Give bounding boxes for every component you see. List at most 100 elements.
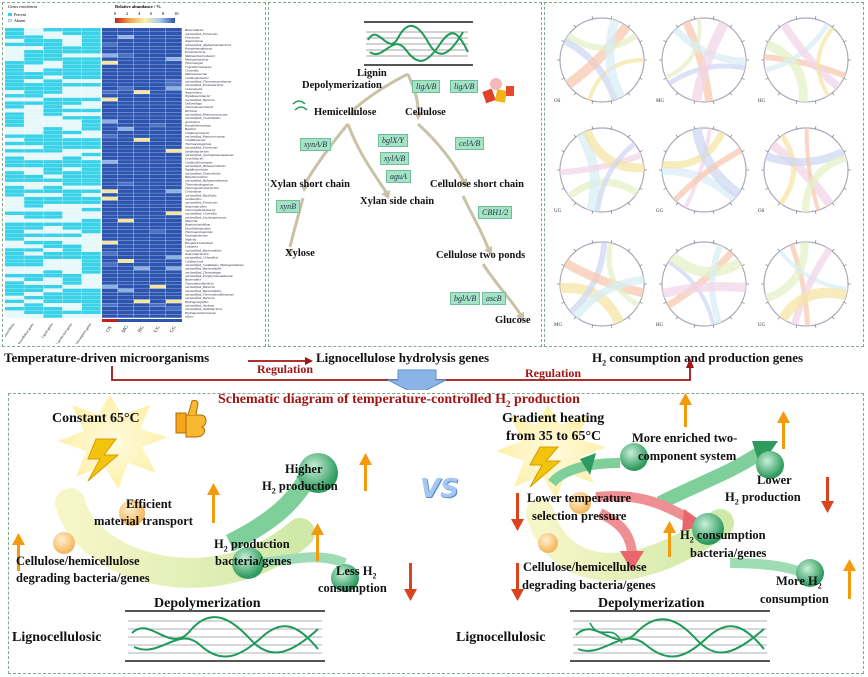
heatmap-cell-presence	[43, 185, 63, 190]
heatmap-cell-abundance	[134, 189, 150, 193]
heatmap-cell-presence	[81, 61, 101, 65]
chord-sample-label: UG	[554, 209, 562, 214]
heatmap-cell-abundance	[118, 94, 134, 98]
heatmap-cell-presence	[81, 57, 101, 61]
heatmap-cell-presence	[5, 229, 24, 234]
heatmap-cell-presence	[43, 167, 63, 171]
heatmap-cell-abundance	[118, 277, 134, 282]
heatmap-cell-abundance	[134, 97, 150, 102]
heatmap-cell-presence	[43, 182, 63, 186]
heatmap-cell-presence	[43, 68, 63, 72]
legend-absent: Absent	[14, 18, 26, 23]
taxon-label: unclassified_Firmicutes	[185, 201, 218, 205]
heatmap-cell-abundance	[102, 185, 118, 190]
heatmap-cell-presence	[24, 174, 44, 179]
heatmap-cell-abundance	[166, 229, 182, 234]
text-cellulose-left-2: degrading bacteria/genes	[16, 571, 150, 585]
text-higher: Higher	[285, 462, 323, 476]
taxon-label: unclassified_Lachnospiraceae	[185, 215, 227, 219]
heatmap-cell-presence	[43, 284, 63, 289]
heatmap-cell-presence	[81, 292, 101, 296]
heatmap-cell-presence	[5, 149, 24, 153]
heatmap-cell-presence	[81, 167, 101, 171]
heatmap-cell-presence	[43, 90, 63, 94]
taxon-label: Lutispora	[184, 245, 198, 249]
heatmap-cell-abundance	[166, 233, 182, 237]
left-column-label: Lignin genes	[40, 322, 54, 339]
heatmap-cell-presence	[43, 299, 63, 304]
heatmap-cell-abundance	[102, 141, 118, 146]
heatmap-cell-presence	[24, 314, 44, 318]
text-h2-consumption-bacteria: bacteria/genes	[690, 546, 767, 560]
taxon-label: unclassified_Syntrophomonadaceae	[185, 153, 234, 157]
heatmap-cell-presence	[81, 229, 101, 234]
heatmap-cell-abundance	[166, 57, 182, 61]
taxon-label: unclassified_Tissierellales	[185, 171, 221, 175]
heatmap-cell-presence	[24, 266, 44, 271]
lignocellulose-fiber-right	[570, 610, 770, 662]
taxon-label: Anaerolinea	[184, 91, 202, 95]
heatmap-cell-presence	[81, 156, 101, 160]
heatmap-cell-presence	[24, 295, 44, 300]
heatmap-cell-presence	[24, 244, 44, 249]
heatmap-cell-abundance	[134, 112, 150, 116]
heatmap-cell-presence	[81, 200, 101, 204]
taxon-label: Caldisericum	[185, 259, 204, 263]
text-material-transport: material transport	[94, 514, 193, 528]
heatmap-cell-presence	[24, 262, 44, 267]
heatmap-cell-presence	[81, 79, 101, 83]
heatmap-cell-presence	[62, 152, 82, 157]
legend-swatch-absent	[8, 19, 12, 22]
heatmap-cell-abundance	[166, 72, 182, 76]
heatmap-cell-presence	[62, 299, 82, 304]
heatmap-cell-abundance	[102, 211, 118, 215]
taxon-label: Caloramator	[185, 87, 203, 91]
taxon-label: Desulfotomaculum	[184, 226, 211, 230]
heatmap-cell-abundance	[166, 141, 182, 146]
heatmap-cell-presence	[62, 314, 82, 318]
heatmap-cell-abundance	[134, 160, 150, 164]
heatmap-cell-abundance	[118, 160, 134, 164]
taxon-label: Geobacillus	[185, 197, 202, 201]
heatmap-cell-presence	[24, 86, 44, 91]
heatmap-cell-abundance	[150, 61, 166, 65]
heatmap-cell-abundance	[150, 31, 166, 36]
taxon-label: Thermodesulfovibrio	[185, 281, 214, 285]
heatmap-cell-abundance	[166, 266, 182, 271]
heatmap-cell-presence	[5, 119, 24, 124]
text-more-h2: More H2	[776, 574, 822, 591]
heatmap-cell-abundance	[166, 86, 182, 91]
heatmap-cell-presence	[62, 130, 82, 135]
heatmap-cell-presence	[81, 185, 101, 190]
heatmap-cell-abundance	[118, 149, 134, 153]
heatmap-cell-abundance	[150, 141, 166, 146]
heatmap-cell-abundance	[134, 64, 150, 69]
heatmap-cell-presence	[24, 79, 44, 83]
heatmap-cell-presence	[5, 255, 24, 260]
heatmap-cell-presence	[24, 207, 44, 212]
heatmap-cell-abundance	[102, 295, 118, 300]
heatmap-cell-abundance	[166, 240, 182, 245]
heatmap-cell-presence	[5, 185, 24, 190]
heatmap-cell-abundance	[118, 292, 134, 296]
heatmap-cell-abundance	[166, 61, 182, 65]
taxon-label: Thermotogae	[185, 61, 204, 65]
taxon-label: Mahella	[184, 237, 197, 241]
heatmap-cell-abundance	[102, 182, 118, 186]
heatmap-cell-abundance	[118, 167, 134, 171]
taxon-label: Bacteroides	[185, 278, 202, 282]
heatmap-cell-presence	[81, 75, 101, 80]
heatmap-cell-presence	[62, 64, 82, 69]
heatmap-cell-abundance	[118, 127, 134, 131]
heatmap-cell-presence	[43, 295, 63, 300]
heatmap-cell-abundance	[118, 273, 134, 278]
heatmap-cell-presence	[43, 292, 63, 296]
heatmap-cell-abundance	[150, 101, 166, 105]
heatmap-cell-abundance	[166, 68, 182, 72]
heatmap-cell-presence	[62, 226, 82, 230]
heatmap-cell-abundance	[102, 42, 118, 47]
heatmap-cell-abundance	[150, 226, 166, 230]
heatmap-cell-presence	[5, 86, 24, 91]
taxon-label: unclassified_Halanaerobiales	[185, 164, 226, 168]
